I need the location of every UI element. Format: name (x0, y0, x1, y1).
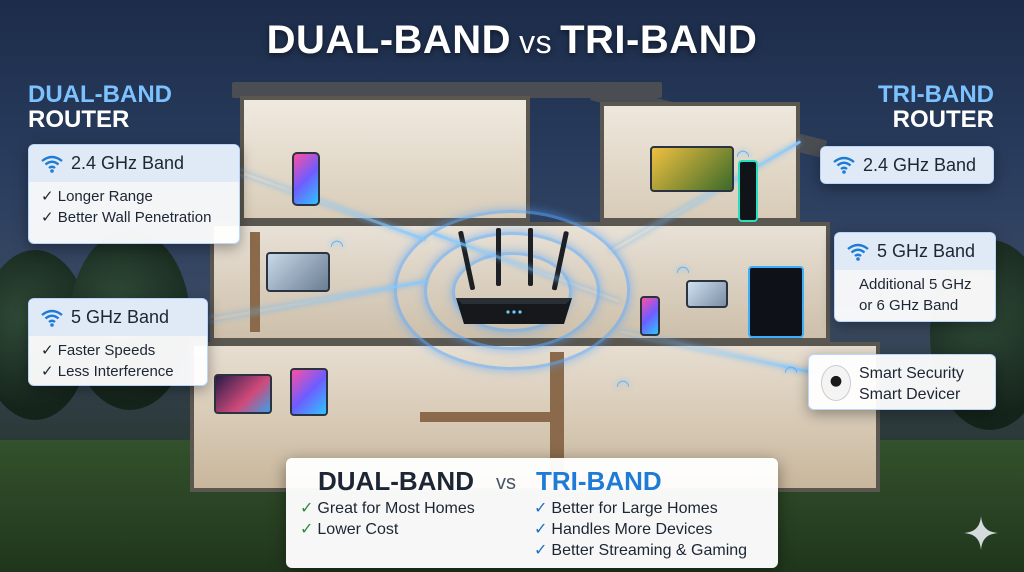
tri-point-text: Better for Large Homes (551, 500, 718, 517)
dual-5ghz-header: 5 GHz Band (29, 299, 207, 336)
roof (232, 82, 662, 98)
tri-points: ✓Better for Large Homes ✓Handles More De… (534, 498, 747, 561)
smart-line: Smart Security (859, 365, 964, 382)
detail-line: Additional 5 GHz (859, 276, 972, 293)
phone-icon (292, 152, 320, 206)
signal-ring-inner (452, 252, 572, 332)
sparkle-icon (964, 516, 998, 550)
tri-24ghz-header: 2.4 GHz Band (821, 147, 993, 183)
wifi-icon (847, 243, 869, 261)
check-icon: ✓ (534, 542, 548, 559)
tri-5ghz-card: 5 GHz Band Additional 5 GHz or 6 GHz Ban… (834, 232, 996, 322)
signal-ring-outer (394, 210, 630, 370)
tri-point-text: Better Streaming & Gaming (551, 542, 748, 559)
pc-tower-icon (748, 266, 804, 338)
detail-line: or 6 GHz Band (859, 297, 959, 314)
dual-band-router-heading: DUAL-BAND ROUTER (28, 81, 172, 134)
pc-tower-icon (738, 160, 758, 222)
dual-point: ✓Lower Cost (300, 519, 475, 540)
wood-panel (250, 232, 260, 332)
smart-lines: Smart Security Smart Devicer (809, 355, 995, 405)
dual-5ghz-card: 5 GHz Band ✓ Faster Speeds ✓ Less Interf… (28, 298, 208, 386)
check-icon: ✓ (300, 500, 314, 517)
comparison-panel: DUAL-BAND vs TRI-BAND ✓Great for Most Ho… (286, 458, 778, 568)
tri-band-heading-line2: ROUTER (892, 106, 994, 134)
title-dual: DUAL-BAND (266, 18, 512, 62)
dual-point: ✓Great for Most Homes (300, 498, 475, 519)
tri-point-text: Handles More Devices (551, 521, 713, 538)
tri-band-router-heading: TRI-BAND ROUTER (878, 81, 994, 134)
check-icon: ✓ (534, 521, 548, 538)
dual-24ghz-label: 2.4 GHz Band (71, 153, 185, 173)
check-icon: ✓ (534, 500, 548, 517)
wifi-icon: ◠ (616, 378, 630, 395)
comparison-vs: vs (496, 472, 516, 494)
tri-5ghz-detail: Additional 5 GHz or 6 GHz Band (835, 270, 995, 324)
feature-item: ✓ Better Wall Penetration (41, 209, 212, 226)
smart-devices-card: Smart Security Smart Devicer (808, 354, 996, 410)
feature-item: ✓ Less Interference (41, 363, 174, 380)
dual-points: ✓Great for Most Homes ✓Lower Cost (300, 498, 475, 540)
dual-5ghz-label: 5 GHz Band (71, 307, 170, 327)
tv-icon (214, 374, 272, 414)
tri-24ghz-card: 2.4 GHz Band (820, 146, 994, 184)
wifi-icon (41, 309, 63, 327)
tri-point: ✓Handles More Devices (534, 519, 747, 540)
laptop-icon (686, 280, 728, 308)
stair-wall (550, 352, 564, 482)
wifi-icon: ◠ (736, 148, 750, 165)
tri-point: ✓Better for Large Homes (534, 498, 747, 519)
tri-24ghz-label: 2.4 GHz Band (863, 154, 977, 175)
wifi-icon: ◠ (784, 364, 798, 381)
tri-point: ✓Better Streaming & Gaming (534, 540, 747, 561)
tri-5ghz-label: 5 GHz Band (877, 241, 976, 261)
dual-24ghz-card: 2.4 GHz Band ✓ Longer Range ✓ Better Wal… (28, 144, 240, 244)
wifi-icon (41, 155, 63, 173)
dual-point-text: Lower Cost (317, 521, 399, 538)
signal-ring-mid (424, 232, 600, 350)
upper-left-room (240, 96, 530, 222)
wifi-icon (833, 156, 855, 174)
check-icon: ✓ (300, 521, 314, 538)
feature-item: ✓ Faster Speeds (41, 342, 156, 359)
dual-24ghz-header: 2.4 GHz Band (29, 145, 239, 182)
wifi-icon: ◠ (330, 238, 344, 255)
title-vs: vs (519, 24, 553, 60)
dual-24ghz-features: ✓ Longer Range ✓ Better Wall Penetration (29, 182, 239, 236)
dining-table (420, 412, 550, 422)
tablet-icon (290, 368, 328, 416)
smart-line: Smart Devicer (859, 386, 961, 403)
tv-icon (650, 146, 734, 192)
dual-band-heading-line1: DUAL-BAND (28, 81, 172, 108)
camera-icon (821, 365, 851, 401)
title-tri: TRI-BAND (560, 18, 758, 62)
laptop-icon (266, 252, 330, 292)
dual-5ghz-features: ✓ Faster Speeds ✓ Less Interference (29, 336, 207, 390)
tri-band-heading-line1: TRI-BAND (878, 81, 994, 108)
dual-point-text: Great for Most Homes (317, 500, 475, 517)
comparison-dual-title: DUAL-BAND (318, 466, 474, 496)
wifi-icon: ◠ (676, 264, 690, 281)
tri-5ghz-header: 5 GHz Band (835, 233, 995, 270)
feature-item: ✓ Longer Range (41, 188, 153, 205)
dual-band-heading-line2: ROUTER (28, 106, 130, 134)
comparison-tri-title: TRI-BAND (536, 466, 662, 496)
phone-icon (640, 296, 660, 336)
